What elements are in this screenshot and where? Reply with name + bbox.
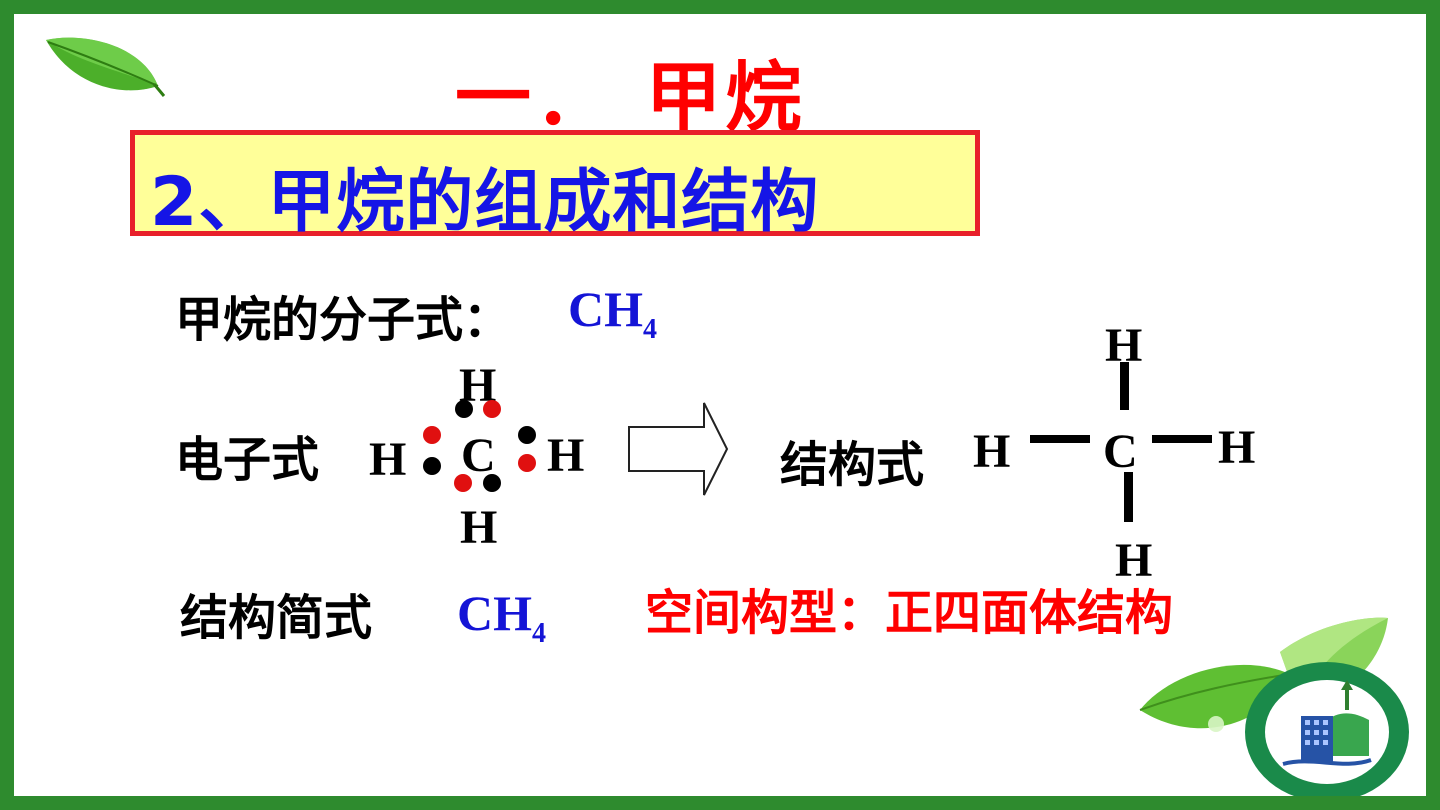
condensed-formula-main: CH <box>457 585 532 641</box>
electron-atom-left: H <box>369 433 407 486</box>
molecular-formula: CH4 <box>568 280 657 344</box>
structural-atom-right: H <box>1218 421 1256 474</box>
condensed-formula: CH4 <box>457 584 546 648</box>
structural-formula-label: 结构式 <box>780 437 925 493</box>
electron-atom-bottom: H <box>460 501 498 554</box>
electron-dot <box>455 400 473 418</box>
leaf-icon <box>46 37 166 97</box>
electron-dot <box>518 426 536 444</box>
bond-right <box>1152 435 1212 443</box>
electron-atom-right: H <box>547 429 585 482</box>
bond-left <box>1030 435 1090 443</box>
molecular-formula-main: CH <box>568 281 643 337</box>
subtitle-box <box>130 130 980 236</box>
school-logo-icon <box>1245 662 1409 802</box>
bond-bottom <box>1124 472 1133 522</box>
electron-dot <box>483 474 501 492</box>
bond-top <box>1120 362 1129 410</box>
electron-dot <box>423 457 441 475</box>
molecular-formula-sub: 4 <box>643 314 657 345</box>
structural-atom-left: H <box>973 425 1011 478</box>
electron-formula-label: 电子式 <box>175 432 320 488</box>
electron-dot <box>454 474 472 492</box>
structural-atom-bottom: H <box>1115 534 1153 587</box>
subtitle-text: 2、甲烷的组成和结构 <box>150 163 820 242</box>
spatial-configuration: 空间构型：正四面体结构 <box>645 585 1174 641</box>
condensed-formula-sub: 4 <box>532 618 546 649</box>
condensed-formula-label: 结构简式 <box>180 590 373 646</box>
electron-dot <box>518 454 536 472</box>
arrow-right-icon <box>628 402 729 496</box>
molecular-formula-label: 甲烷的分子式： <box>175 292 512 348</box>
electron-dot <box>423 426 441 444</box>
structural-atom-center: C <box>1103 425 1138 478</box>
electron-atom-center: C <box>461 429 496 482</box>
slide-title: 一． 甲烷 <box>455 53 806 142</box>
electron-dot <box>483 400 501 418</box>
